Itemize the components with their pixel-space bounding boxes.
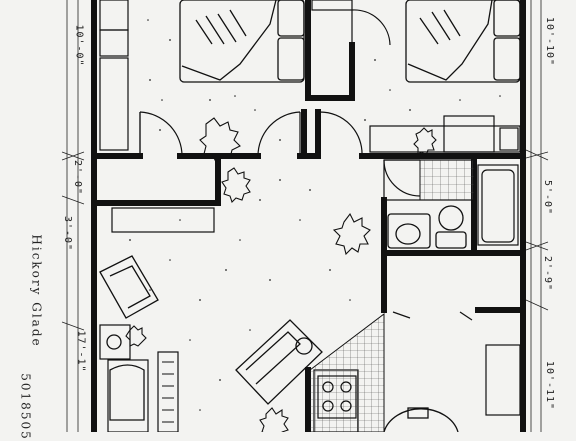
stove [317, 375, 357, 419]
dimension-lines [61, 0, 549, 432]
bath-tile [419, 159, 475, 201]
sofa-angled [235, 319, 323, 405]
plants [125, 117, 437, 432]
carpet-speckles [129, 19, 501, 411]
dimension-left-1: 10'-0" [73, 24, 85, 67]
sofa-table-stripes [162, 361, 174, 423]
armchair [99, 255, 159, 319]
dining-table [383, 407, 459, 432]
dimension-left-2: 2'-0" [72, 159, 84, 196]
dimension-right-4: 10'-11" [544, 360, 556, 411]
dimension-right-3: 2'-9" [542, 255, 554, 292]
door-swings [139, 9, 473, 321]
kitchen-tile [309, 312, 385, 432]
sofa-left [106, 334, 145, 421]
bed-right [405, 0, 521, 83]
dimension-right-2: 5'-0" [542, 179, 554, 216]
plan-code: 5018505 [18, 373, 33, 441]
bed-left [179, 0, 305, 83]
dimension-left-3: 3'-0" [62, 215, 74, 252]
walls [91, 0, 526, 432]
plan-title: Hickory Glade [29, 234, 44, 348]
dimension-left-4: 17'-1" [75, 330, 87, 373]
floor-plan [61, 0, 549, 432]
dimension-right-1: 10'-10" [544, 16, 556, 67]
bath-fixtures [387, 205, 467, 249]
